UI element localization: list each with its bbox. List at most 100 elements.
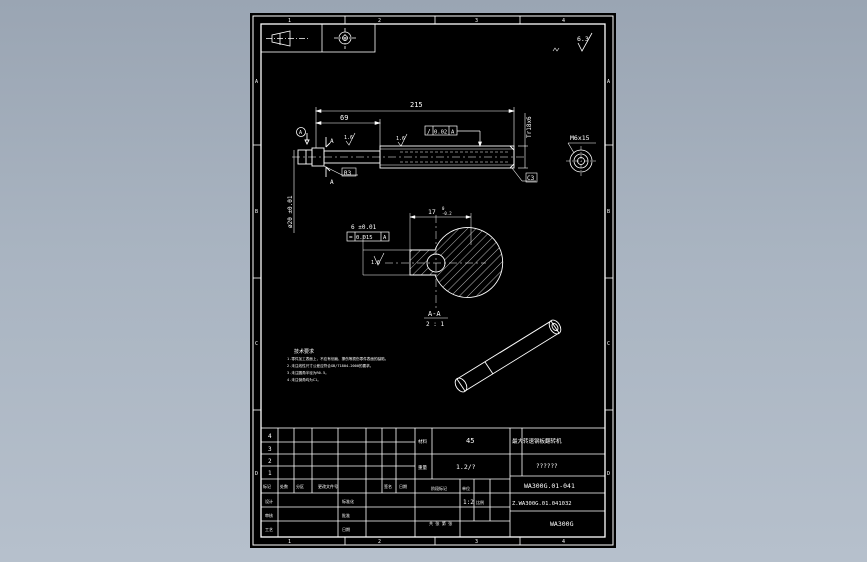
keyway-sym-value: 0.015 [356,235,373,241]
rev-header-count: 处数 [280,483,288,489]
runout-datum: A [451,130,455,136]
row-number-1: 1 [268,470,272,477]
roughness-local-symbol: 1.6 [396,133,408,147]
zone-ticks [253,16,613,545]
zone-left-b: B [255,209,258,215]
cad-drawing: 1 2 3 4 1 2 3 4 A B C D A B C D 6.3 [252,15,614,546]
zone-top-4: 4 [562,18,565,24]
chamfer-callout: C3 [511,167,538,183]
row-number-3: 3 [268,446,272,453]
isometric-shaft [454,319,562,393]
runout-symbol: / [427,129,431,136]
drawing-number: WA300G.01-041 [524,482,575,490]
sign-label-process: 工艺 [265,527,273,532]
zone-bottom-1: 1 [288,539,291,545]
roughness-corner-symbol: 6.3 [552,32,593,52]
material-label: 材料 [418,438,427,445]
zone-bottom-4: 4 [562,539,565,545]
file-number: Z.WA300G.01.041032 [512,501,572,507]
sign-label-review: 审核 [265,512,273,518]
shaft-front-view [292,133,526,177]
part-name: ?????? [536,463,558,470]
roughness-local-symbol-2: 1.6 [344,132,356,146]
datum-circle-label: A [299,130,302,136]
sign-label-date: 日期 [342,526,350,532]
sign-label-std: 标准化 [342,498,354,504]
scale-value: 1:2 [463,499,474,506]
section-mark-bottom: A [330,179,334,186]
section-mark-top: A [330,138,334,145]
section-view [346,213,504,311]
dim-overall-length-text: 215 [410,101,423,109]
sheets-label: 共 张 第 张 [429,520,452,526]
radius-callout: R3 [323,165,358,177]
dim-thread-text: Tr18x6 [526,116,533,138]
notes-line-3: 3.未注圆角半径为R0.5。 [287,370,329,375]
rev-header-doc: 更改文件号 [318,483,338,489]
outer-border [252,15,614,546]
rev-header-zone: 分区 [296,483,304,489]
datum-circle: A [296,127,306,137]
technical-notes: 技术要求 1.零件加工表面上，不应有划痕、擦伤等损伤零件表面的缺陷。 2.未注线… [287,348,388,382]
radius-text: R3 [344,170,352,177]
zone-left-c: C [255,341,258,347]
zone-right-c: C [607,341,610,347]
section-scale: 2 : 1 [426,321,444,328]
section-width-text: 17 [428,208,436,216]
end-view: M6x15 [566,134,596,176]
zone-right-a: A [607,79,610,85]
rev-header-date: 日期 [399,483,407,489]
projection-symbol [260,23,376,53]
roughness-local-value-2: 1.6 [344,135,353,141]
units-label: 单位 [462,485,470,491]
keyway-width-text: 6 ±0.01 [351,224,377,231]
drawing-title: 最大转速钢板翻转机 [512,437,562,445]
drawing-sheet: 1 2 3 4 1 2 3 4 A B C D A B C D 6.3 [250,13,616,548]
zone-top-3: 3 [475,18,478,24]
runout-tolerance-frame: / 0.02 A [424,125,483,147]
stage-label: 阶段标记 [431,485,447,491]
zone-left-a: A [255,79,258,85]
row-number-2: 2 [268,458,272,465]
rev-header-sign: 签名 [384,483,392,489]
title-block-text: 4 3 2 1 标记 处数 分区 更改文件号 签名 日期 设计 审核 工艺 标准… [263,433,575,532]
dim-thread-end-text: M6x15 [570,134,590,142]
row-number-4: 4 [268,433,272,440]
dim-left-length: 69 [314,114,382,146]
section-width-tol-lower: -0.2 [442,211,452,216]
section-width-tol-upper: 0 [442,206,445,211]
runout-value: 0.02 [434,130,447,136]
section-title: A-A [428,310,441,318]
zone-left-d: D [255,471,258,477]
section-roughness: 1.6 [371,260,380,266]
dim-overall-length: 215 [314,101,516,148]
notes-line-4: 4.未注倒角均为C1。 [287,377,321,382]
weight-label: 重量 [418,464,427,471]
dim-diameter-text: ø20 ±0.01 [287,195,294,228]
zone-bottom-2: 2 [378,539,381,545]
keyway-sym-symbol: = [349,234,353,241]
notes-line-2: 2.未注线性尺寸公差应符合GB/T1804-2000的要求。 [287,363,373,368]
title-block [260,427,606,538]
roughness-corner-value: 6.3 [577,35,589,43]
roughness-local-value: 1.6 [396,136,405,142]
rev-header-mark: 标记 [263,483,271,489]
scale-label: 比例 [476,499,484,505]
zone-top-2: 2 [378,18,381,24]
sign-label-approve: 批准 [342,512,350,518]
dim-thread: Tr18x6 [518,113,533,169]
dim-diameter: ø20 ±0.01 [287,150,295,233]
product-code: WA300G [550,520,574,528]
notes-heading: 技术要求 [294,348,314,355]
inner-border [260,23,606,538]
notes-line-1: 1.零件加工表面上，不应有划痕、擦伤等损伤零件表面的缺陷。 [287,356,388,361]
keyway-sym-datum: A [383,235,387,241]
zone-bottom-3: 3 [475,539,478,545]
zone-right-d: D [607,471,610,477]
zone-top-1: 1 [288,18,291,24]
chamfer-text: C3 [527,175,535,182]
weight-value: 1.2/? [456,463,476,471]
material-value: 45 [466,437,474,445]
sign-label-design: 设计 [265,498,273,504]
dim-left-length-text: 69 [340,114,348,122]
